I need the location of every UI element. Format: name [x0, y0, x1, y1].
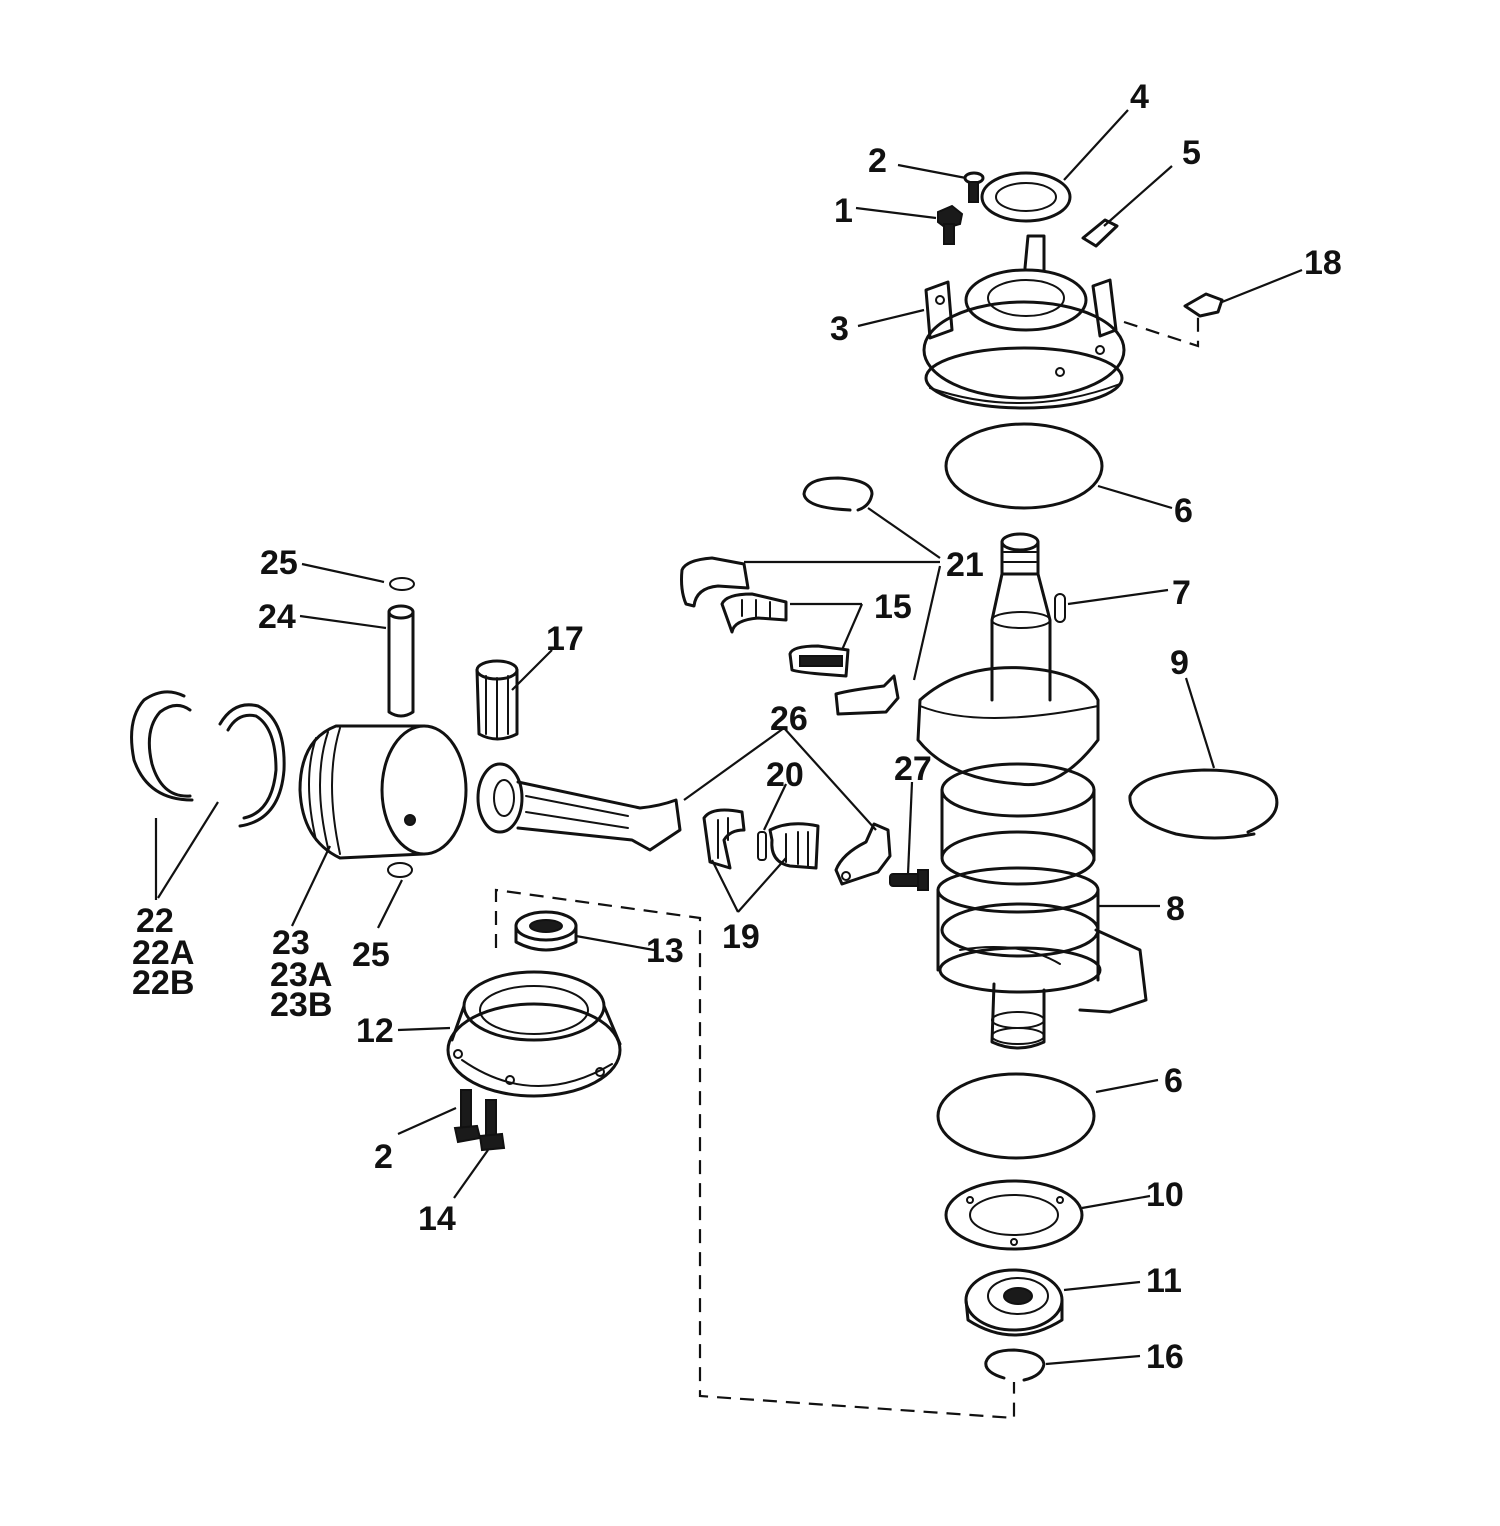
part-21-bearing-half [680, 556, 750, 608]
part-16-snap-ring [984, 1348, 1046, 1382]
label-23b: 23B [270, 986, 332, 1024]
label-25-lower: 25 [352, 936, 390, 974]
part-2-screw-top [963, 171, 985, 203]
part-20-pin [757, 831, 767, 861]
label-23: 23 [272, 924, 310, 962]
part-6-oring-upper [944, 422, 1104, 510]
label-22b: 22B [132, 964, 194, 1002]
label-9: 9 [1170, 644, 1189, 682]
label-3: 3 [830, 310, 849, 348]
label-22a: 22A [132, 934, 194, 972]
label-26: 26 [770, 700, 808, 738]
part-22-piston-rings [130, 690, 286, 828]
label-24: 24 [258, 598, 296, 636]
label-1: 1 [834, 192, 853, 230]
label-5: 5 [1182, 134, 1201, 172]
part-10-thrust-washer [944, 1179, 1084, 1251]
leader-lines [154, 109, 1303, 1366]
part-21-bearing-half-lower [834, 674, 900, 716]
label-21: 21 [946, 546, 984, 584]
part-25-clip-lower [387, 862, 413, 878]
label-8: 8 [1166, 890, 1185, 928]
part-13-seal [514, 910, 578, 952]
part-11-ball-bearing [964, 1268, 1064, 1337]
part-25-clip-upper [389, 577, 415, 591]
label-6-upper: 6 [1174, 492, 1193, 530]
label-2-top: 2 [868, 142, 887, 180]
part-5-clip [1081, 218, 1119, 248]
part-2-14-screws-lower [453, 1089, 506, 1152]
part-3-upper-housing [922, 234, 1126, 410]
part-24-piston-pin [387, 604, 415, 718]
part-19-bearing-halves [702, 808, 820, 870]
part-1-screw [937, 204, 964, 245]
part-17-needle-bearing [475, 659, 519, 741]
part-8-crankshaft [916, 532, 1148, 1050]
part-23-piston [298, 724, 468, 860]
label-22: 22 [136, 902, 174, 940]
part-4-seal [980, 171, 1072, 223]
assembly-dashed-line [494, 888, 1016, 1420]
part-27-screw [889, 869, 929, 891]
label-18: 18 [1304, 244, 1342, 282]
label-23a: 23A [270, 956, 332, 994]
label-27: 27 [894, 750, 932, 788]
label-20: 20 [766, 756, 804, 794]
part-26-rod-cap [834, 822, 892, 886]
part-9-retaining-ring [1128, 768, 1279, 840]
part-6-oring-lower [936, 1072, 1096, 1160]
part-12-lower-housing [446, 970, 622, 1098]
part-7-key [1054, 593, 1066, 623]
label-2-lower: 2 [374, 1138, 393, 1176]
label-7: 7 [1172, 574, 1191, 612]
label-10: 10 [1146, 1176, 1184, 1214]
part-21-ring [802, 476, 874, 512]
part-15-needle-bearing-a [720, 592, 788, 634]
label-17: 17 [546, 620, 584, 658]
part-labels: 1 2 3 4 5 18 6 21 15 7 9 25 24 17 26 20 … [132, 78, 1342, 1376]
label-13: 13 [646, 932, 684, 970]
label-14: 14 [418, 1200, 456, 1238]
part-15-needle-bearing-b [788, 644, 850, 678]
label-15: 15 [874, 588, 912, 626]
label-12: 12 [356, 1012, 394, 1050]
label-19: 19 [722, 918, 760, 956]
label-6-lower: 6 [1164, 1062, 1183, 1100]
part-18-clip [1123, 292, 1224, 348]
label-11: 11 [1146, 1262, 1182, 1300]
label-4: 4 [1130, 78, 1149, 116]
label-25-upper: 25 [260, 544, 298, 582]
part-connecting-rod [476, 762, 682, 852]
label-16: 16 [1146, 1338, 1184, 1376]
